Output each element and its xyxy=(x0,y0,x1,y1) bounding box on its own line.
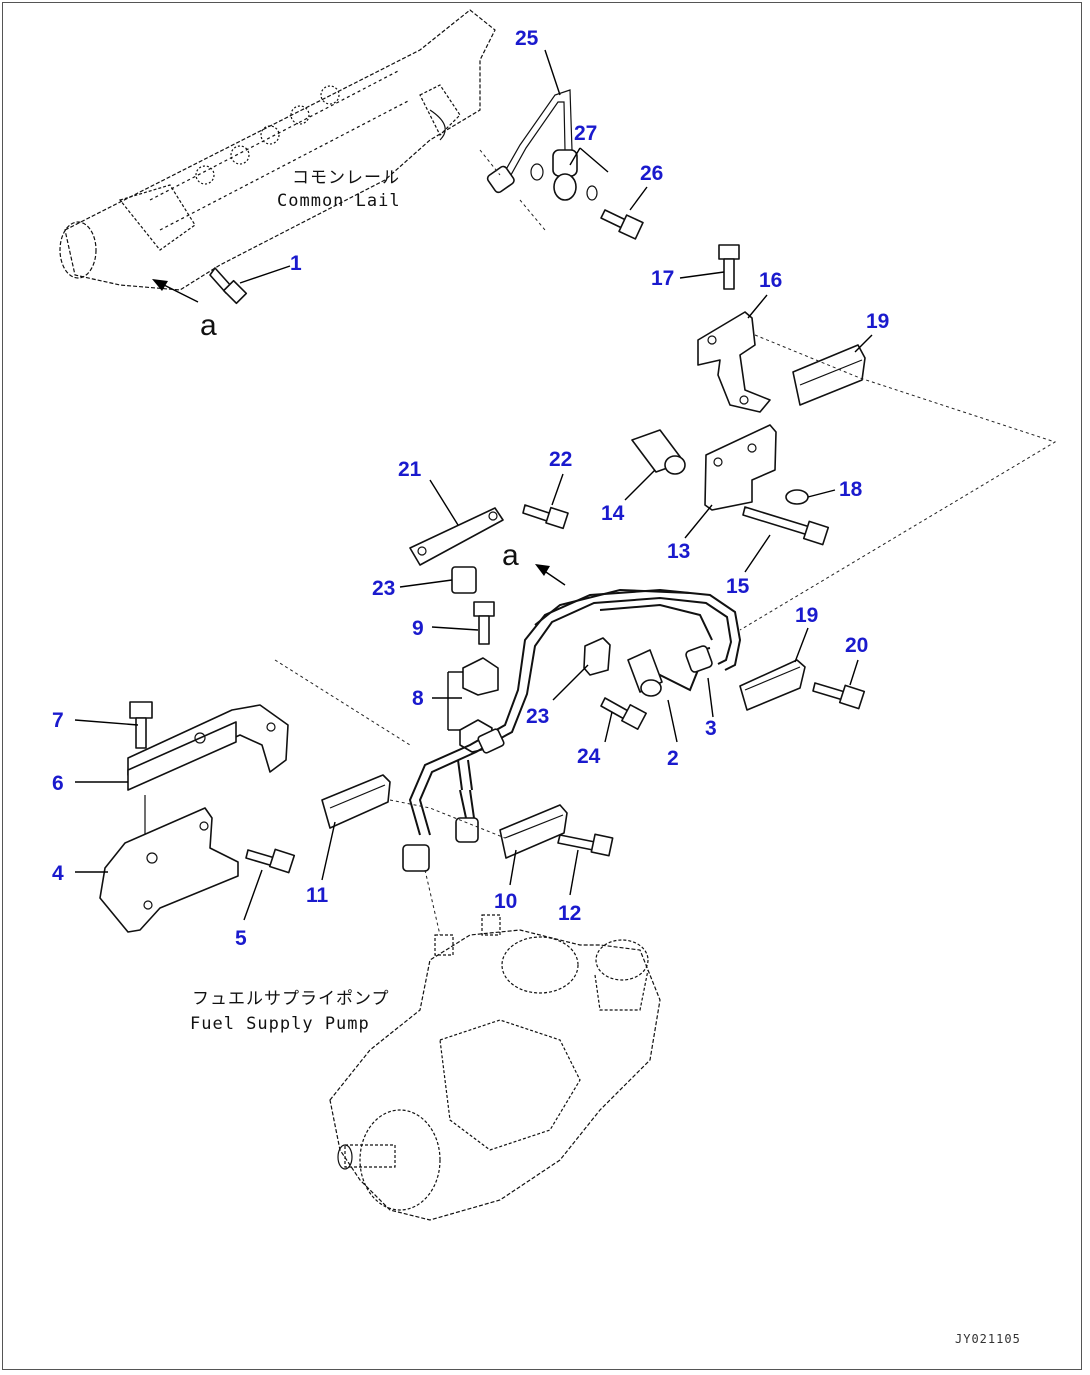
fuel-supply-pump xyxy=(329,869,661,1221)
part-24-bolt xyxy=(600,697,647,730)
part-17-bolt xyxy=(718,244,740,290)
callout-2: 2 xyxy=(667,747,679,770)
callout-25: 25 xyxy=(515,27,539,50)
callout-20: 20 xyxy=(845,634,868,657)
callout-numbers: 1 2 3 4 5 6 7 8 9 10 11 12 13 14 15 16 1… xyxy=(52,27,889,950)
part-2-fuel-pipe xyxy=(402,588,742,872)
part-20-bolt xyxy=(812,682,866,710)
leader-lines xyxy=(74,49,873,921)
callout-7: 7 xyxy=(52,709,64,732)
pump-label-en: Fuel Supply Pump xyxy=(190,1014,370,1034)
view-arrow-rail xyxy=(152,279,199,303)
part-21-plate xyxy=(409,507,504,566)
callout-24: 24 xyxy=(577,745,601,768)
part-7-bolt xyxy=(129,701,153,749)
part-19-clamp-lower xyxy=(739,659,806,711)
part-23-grommet-upper xyxy=(451,566,477,594)
callout-21: 21 xyxy=(398,458,422,481)
common-rail xyxy=(59,9,496,291)
callout-17: 17 xyxy=(651,267,674,290)
part-15-bolt xyxy=(742,506,830,546)
callout-5: 5 xyxy=(235,927,247,950)
part-12-bolt xyxy=(557,833,614,857)
common-rail-label-en: Common Lail xyxy=(277,191,401,211)
callout-22: 22 xyxy=(549,448,572,471)
callout-4: 4 xyxy=(52,862,64,885)
callout-23-upper: 23 xyxy=(372,577,395,600)
callout-8: 8 xyxy=(412,687,424,710)
callout-18: 18 xyxy=(839,478,863,501)
callout-1: 1 xyxy=(290,252,302,275)
callout-27: 27 xyxy=(574,122,597,145)
part-22-bolt xyxy=(522,504,569,530)
common-rail-label-jp: コモンレール xyxy=(292,168,400,188)
pipe-nut-lower xyxy=(402,844,430,872)
callout-15: 15 xyxy=(726,575,750,598)
callout-19-lower: 19 xyxy=(795,604,818,627)
callout-11: 11 xyxy=(306,884,329,907)
callout-23-lower: 23 xyxy=(526,705,549,728)
part-25-pipe xyxy=(486,89,598,201)
callout-14: 14 xyxy=(601,502,625,525)
part-5-bolt xyxy=(245,848,296,874)
callout-3: 3 xyxy=(705,717,717,740)
view-arrow-pipe xyxy=(535,564,566,586)
part-13-bracket xyxy=(704,424,777,511)
part-4-bracket xyxy=(99,807,239,933)
view-mark-a-rail: a xyxy=(200,309,217,342)
part-10-clamp xyxy=(499,804,568,859)
drawing-id: JY021105 xyxy=(955,1332,1021,1346)
part-14-spacer xyxy=(631,429,686,475)
part-9-bolt xyxy=(473,601,495,645)
part-16-bracket xyxy=(697,311,771,413)
callout-10: 10 xyxy=(494,890,517,913)
view-mark-a-pipe: a xyxy=(502,539,519,572)
callout-13: 13 xyxy=(667,540,690,563)
callout-6: 6 xyxy=(52,772,64,795)
part-19-clamp-upper xyxy=(792,344,866,406)
part-23-grommet-lower xyxy=(583,637,611,676)
callout-19-upper: 19 xyxy=(866,310,889,333)
part-26-bolt xyxy=(600,209,644,240)
part-18-washer xyxy=(785,489,809,505)
part-6-bracket xyxy=(127,704,289,791)
callout-26: 26 xyxy=(640,162,663,185)
part-1-bolt xyxy=(209,267,248,305)
pump-label-jp: フュエルサプライポンプ xyxy=(192,989,390,1009)
callout-12: 12 xyxy=(558,902,581,925)
callout-9: 9 xyxy=(412,617,424,640)
callout-16: 16 xyxy=(759,269,782,292)
part-11-clamp xyxy=(321,774,391,829)
